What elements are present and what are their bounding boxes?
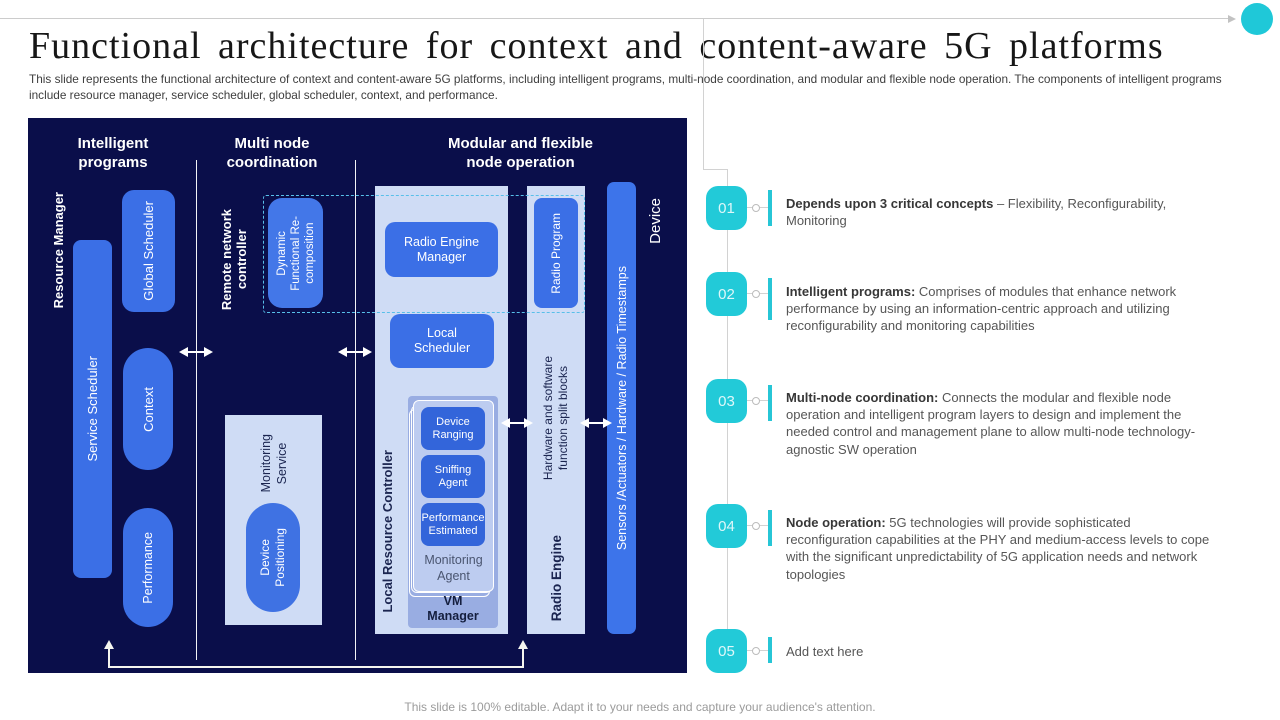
point-badge-05: 05 [706,629,747,673]
point-text-03: Multi-node coordination: Connects the mo… [786,390,1196,457]
radio-program-box: Radio Program [534,198,578,308]
point-badge-01: 01 [706,186,747,230]
point-text-05: Add text here [786,644,864,659]
up-arrow-icon [104,640,114,649]
radio-engine-column: Radio Program Hardware and software func… [527,186,585,634]
double-arrow-icon [501,418,533,428]
resource-manager-label: Resource Manager [50,191,66,309]
point-badge-04: 04 [706,504,747,548]
footer-note: This slide is 100% editable. Adapt it to… [404,700,876,714]
bottom-connector-stub [108,648,110,666]
monitoring-service-label: Monitoring Service [258,433,289,493]
double-arrow-icon [580,418,612,428]
sensors-actuators-bar: Sensors /Actuators / Hardware / Radio Ti… [607,182,636,634]
accent-bar [768,278,772,320]
top-divider-line [0,18,1228,19]
point-text-04: Node operation: 5G technologies will pro… [786,515,1210,582]
connector-dot-icon [752,204,760,212]
performance-box: Performance [123,508,173,627]
page-title: Functional architecture for context and … [29,25,1164,67]
double-arrow-icon [338,347,372,357]
accent-circle [1241,3,1273,35]
bottom-connector-line [108,666,524,668]
panel-connector-line [703,19,704,169]
dashed-coordination-region [263,195,585,313]
local-resource-controller-column: Radio Engine Manager Local Scheduler Loc… [375,186,508,634]
point-text-02: Intelligent programs: Comprises of modul… [786,284,1177,334]
double-arrow-icon [179,347,213,357]
point-badge-02: 02 [706,272,747,316]
point-text-01: Depends upon 3 critical concepts – Flexi… [786,196,1167,229]
accent-bar [768,190,772,226]
right-arrow-icon [1228,15,1236,23]
dynamic-functional-recomposition-box: Dynamic Functional Re- composition [268,198,323,308]
architecture-diagram: Intelligent programs Multi node coordina… [28,118,687,673]
column-separator-line [355,160,356,660]
bottom-connector-stub [522,648,524,666]
point-badge-03: 03 [706,379,747,423]
accent-bar [768,385,772,421]
performance-estimated-box: Performance Estimated [421,503,485,546]
column-separator-line [196,160,197,660]
remote-network-controller-label: Remote network controller [219,209,249,311]
local-scheduler-box: Local Scheduler [390,314,494,368]
panel-connector-line [703,169,728,170]
column-heading-modular-node-operation: Modular and flexible node operation [447,135,594,171]
accent-bar [768,637,772,663]
connector-dot-icon [752,647,760,655]
sniffing-agent-box: Sniffing Agent [421,455,485,498]
vm-manager-label: VM Manager [427,594,479,623]
connector-dot-icon [752,290,760,298]
device-positioning-box: Device Positioning [246,503,300,612]
monitoring-service-box: Monitoring Service Device Positioning [225,415,322,625]
radio-engine-manager-box: Radio Engine Manager [385,222,498,277]
context-box: Context [123,348,173,470]
column-heading-multi-node-coordination: Multi node coordination [226,135,318,171]
slide-description: This slide represents the functional arc… [29,72,1222,102]
local-resource-controller-label: Local Resource Controller [379,449,395,613]
hardware-software-split-label: Hardware and software function split blo… [541,356,570,481]
device-label: Device [646,198,664,244]
monitoring-agent-label: Monitoring Agent [424,553,483,583]
service-scheduler-box: Service Scheduler [73,240,112,578]
accent-bar [768,510,772,546]
up-arrow-icon [518,640,528,649]
global-scheduler-box: Global Scheduler [122,190,175,312]
vm-manager-box: Device Ranging Sniffing Agent Performanc… [408,396,498,628]
monitoring-agent-card: Device Ranging Sniffing Agent Performanc… [413,400,494,592]
radio-engine-label: Radio Engine [548,534,564,622]
device-ranging-box: Device Ranging [421,407,485,450]
connector-dot-icon [752,397,760,405]
column-heading-intelligent-programs: Intelligent programs [77,135,149,171]
connector-dot-icon [752,522,760,530]
